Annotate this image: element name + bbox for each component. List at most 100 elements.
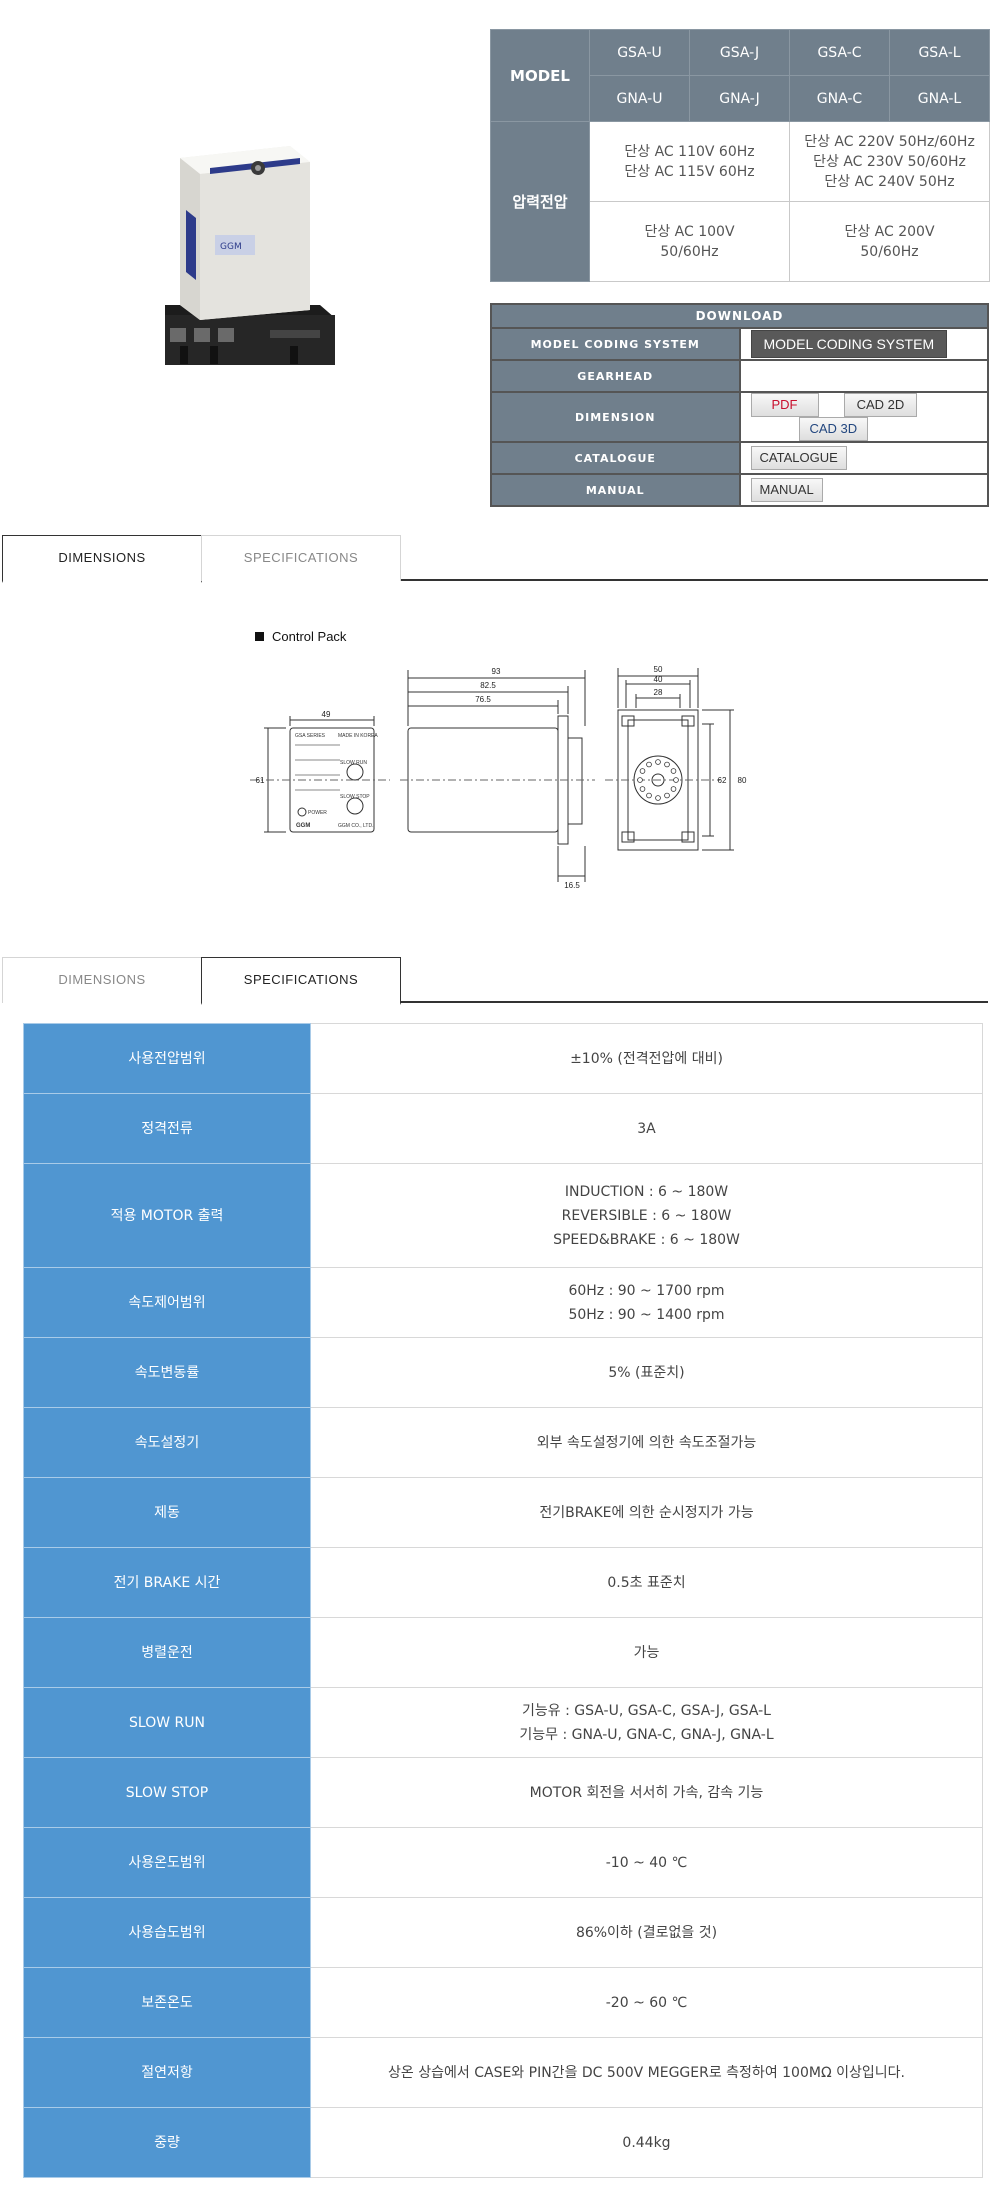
download-cell-catalogue: CATALOGUE: [738, 441, 989, 475]
download-label-manual: MANUAL: [490, 473, 741, 507]
rear-view: [605, 668, 734, 851]
tab-specifications[interactable]: SPECIFICATIONS: [201, 535, 401, 581]
spec-value-line: 외부 속도설정기에 의한 속도조절가능: [536, 1434, 757, 1451]
model-code: GSA-L: [889, 29, 990, 76]
spec-value-line: 86%이하 (결로없을 것): [575, 1924, 718, 1941]
spec-value-line: 0.5초 표준치: [607, 1574, 686, 1591]
panel-brand-text: GGM: [296, 823, 310, 829]
spec-label: 속도설정기: [23, 1407, 311, 1478]
spec-row: 중량 0.44kg: [23, 2107, 983, 2178]
spec-value-line: INDUCTION : 6 ~ 180W: [564, 1183, 729, 1200]
spec-row: SLOW RUN 기능유 : GSA-U, GSA-C, GSA-J, GSA-…: [23, 1687, 983, 1758]
spec-row: 사용온도범위 -10 ~ 40 ℃: [23, 1827, 983, 1898]
spec-value-line: 50Hz : 90 ~ 1400 rpm: [568, 1306, 725, 1323]
voltage-line: 단상 AC 200V: [844, 223, 935, 240]
tab-specifications[interactable]: SPECIFICATIONS: [201, 957, 401, 1005]
voltage-line: 단상 AC 100V: [644, 223, 735, 240]
front-view: [250, 716, 390, 833]
download-label-dimension: DIMENSION: [490, 391, 741, 443]
voltage-line: 단상 AC 240V 50Hz: [824, 173, 955, 190]
panel-power-text: POWER: [308, 810, 327, 816]
dim-side-mid: 82.5: [480, 681, 496, 690]
spec-label: 속도변동률: [23, 1337, 311, 1408]
spec-label: SLOW STOP: [23, 1757, 311, 1828]
voltage-cell: 단상 AC 220V 50Hz/60Hz 단상 AC 230V 50/60Hz …: [789, 121, 990, 202]
spec-value: 5% (표준치): [310, 1337, 983, 1408]
model-code: GNA-C: [789, 75, 890, 122]
spec-value: ±10% (전격전압에 대비): [310, 1023, 983, 1094]
voltage-cell: 단상 AC 100V 50/60Hz: [589, 201, 790, 282]
rear-socket-pins: [637, 759, 679, 801]
voltage-cell: 단상 AC 200V 50/60Hz: [789, 201, 990, 282]
spec-value-line: 3A: [637, 1120, 656, 1137]
model-code: GNA-U: [589, 75, 690, 122]
controller-body: GGM: [180, 146, 310, 320]
spec-row: 속도설정기 외부 속도설정기에 의한 속도조절가능: [23, 1407, 983, 1478]
spec-value-line: SPEED&BRAKE : 6 ~ 180W: [553, 1231, 740, 1248]
download-table: DOWNLOAD MODEL CODING SYSTEM MODEL CODIN…: [490, 303, 989, 507]
spec-row: 전기 BRAKE 시간 0.5초 표준치: [23, 1547, 983, 1618]
dim-front-height: 61: [256, 776, 265, 785]
spec-table: 사용전압범위 ±10% (전격전압에 대비) 정격전류 3A 적용 MOTOR …: [23, 1023, 983, 2178]
spec-value-line: -10 ~ 40 ℃: [605, 1854, 688, 1871]
model-code: GSA-J: [689, 29, 790, 76]
download-cell-gearhead: [738, 359, 989, 393]
dim-rear-mid: 40: [654, 675, 663, 684]
cad2d-download-button[interactable]: CAD 2D: [843, 393, 918, 417]
catalogue-button[interactable]: CATALOGUE: [750, 446, 847, 470]
model-code: GNA-L: [889, 75, 990, 122]
spec-value: 외부 속도설정기에 의한 속도조절가능: [310, 1407, 983, 1478]
download-label-model-coding: MODEL CODING SYSTEM: [490, 327, 741, 361]
download-title: DOWNLOAD: [490, 303, 989, 329]
download-cell-manual: MANUAL: [738, 473, 989, 507]
download-label-catalogue: CATALOGUE: [490, 441, 741, 475]
spec-value: MOTOR 회전을 서서히 가속, 감속 기능: [310, 1757, 983, 1828]
dim-rear-h1: 62: [718, 776, 727, 785]
model-code: GSA-C: [789, 29, 890, 76]
spec-label: 사용온도범위: [23, 1827, 311, 1898]
spec-row: 속도변동률 5% (표준치): [23, 1337, 983, 1408]
spec-value: INDUCTION : 6 ~ 180W REVERSIBLE : 6 ~ 18…: [310, 1163, 983, 1268]
spec-label: 절연저항: [23, 2037, 311, 2108]
dim-side-body: 76.5: [475, 695, 491, 704]
model-table: MODEL GSA-U GSA-J GSA-C GSA-L GNA-U GNA-…: [490, 29, 990, 282]
voltage-line: 단상 AC 220V 50Hz/60Hz: [804, 133, 975, 150]
voltage-line: 50/60Hz: [860, 243, 919, 260]
spec-value-line: 상온 상습에서 CASE와 PIN간을 DC 500V MEGGER로 측정하여…: [388, 2064, 905, 2081]
spec-value: 기능유 : GSA-U, GSA-C, GSA-J, GSA-L 기능무 : G…: [310, 1687, 983, 1758]
tab-dimensions[interactable]: DIMENSIONS: [2, 535, 202, 583]
product-image: GGM: [165, 146, 335, 365]
voltage-line: 단상 AC 110V 60Hz: [624, 143, 755, 160]
pdf-download-button[interactable]: PDF: [750, 393, 819, 417]
download-label-gearhead: GEARHEAD: [490, 359, 741, 393]
voltage-line: 단상 AC 230V 50/60Hz: [813, 153, 966, 170]
side-view: [400, 670, 595, 882]
spec-value-line: 기능무 : GNA-U, GNA-C, GNA-J, GNA-L: [519, 1726, 774, 1743]
spec-value-line: 0.44kg: [622, 2134, 671, 2151]
model-code: GSA-U: [589, 29, 690, 76]
tab-bar-specifications: DIMENSIONS SPECIFICATIONS: [2, 957, 988, 1005]
spec-value: -10 ~ 40 ℃: [310, 1827, 983, 1898]
model-header: MODEL: [490, 29, 590, 122]
model-coding-button[interactable]: MODEL CODING SYSTEM: [750, 330, 948, 358]
spec-value-line: MOTOR 회전을 서서히 가속, 감속 기능: [529, 1784, 764, 1801]
panel-slow-stop-text: SLOW STOP: [340, 794, 370, 800]
spec-label: 속도제어범위: [23, 1267, 311, 1338]
dim-rear-h2: 80: [738, 776, 747, 785]
title-bullet-icon: [255, 632, 264, 641]
spec-value-line: 기능유 : GSA-U, GSA-C, GSA-J, GSA-L: [522, 1702, 771, 1719]
manual-button[interactable]: MANUAL: [750, 478, 823, 502]
cad3d-download-button[interactable]: CAD 3D: [798, 417, 869, 441]
drawing-title: Control Pack: [272, 629, 347, 644]
voltage-line: 단상 AC 115V 60Hz: [624, 163, 755, 180]
dim-rear-outer: 50: [654, 665, 663, 674]
dim-side-depth: 16.5: [564, 881, 580, 890]
spec-value: 0.44kg: [310, 2107, 983, 2178]
spec-value: 86%이하 (결로없을 것): [310, 1897, 983, 1968]
spec-label: 사용전압범위: [23, 1023, 311, 1094]
spec-value-line: 가능: [633, 1644, 660, 1661]
spec-row: SLOW STOP MOTOR 회전을 서서히 가속, 감속 기능: [23, 1757, 983, 1828]
model-code: GNA-J: [689, 75, 790, 122]
spec-label: 전기 BRAKE 시간: [23, 1547, 311, 1618]
tab-dimensions[interactable]: DIMENSIONS: [2, 957, 202, 1003]
